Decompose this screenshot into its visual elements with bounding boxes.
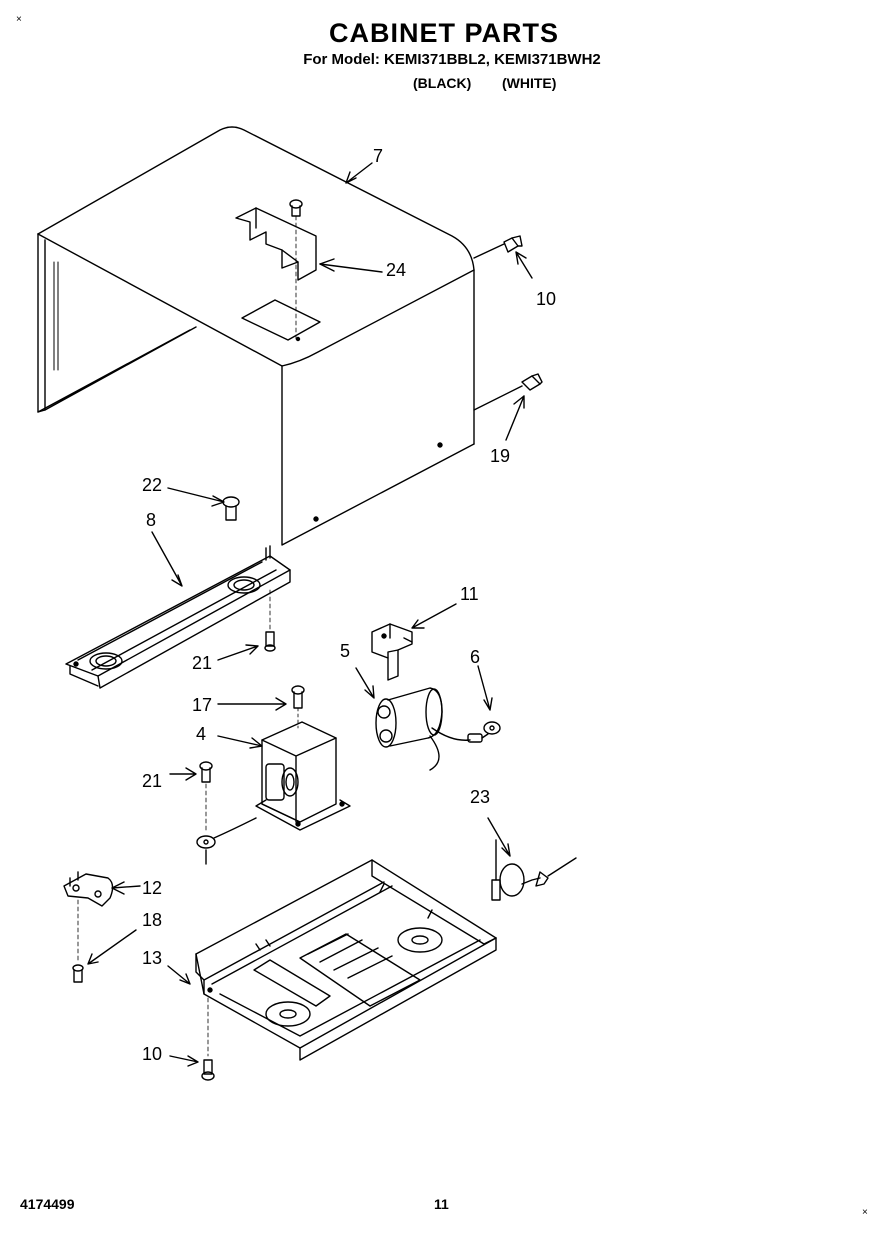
top-bracket — [235, 207, 383, 281]
top-screw — [289, 199, 303, 341]
screw-19 — [473, 373, 543, 441]
callout-6: 6 — [470, 647, 480, 667]
base-plate — [167, 859, 497, 1061]
base-rail — [65, 531, 291, 689]
callout-4: 4 — [196, 724, 206, 744]
corner-mark-top-left: × — [16, 14, 22, 25]
model-variants: (BLACK) (WHITE) — [0, 75, 888, 95]
diode — [431, 665, 501, 743]
variant-black-label: (BLACK) — [413, 75, 472, 91]
cabinet-wrapper — [37, 126, 475, 546]
callout-13: 13 — [142, 948, 162, 968]
callout-11: 11 — [460, 584, 479, 604]
screw-22 — [167, 487, 240, 521]
capacitor — [355, 667, 443, 771]
bracket-12 — [63, 871, 141, 963]
doc-number: 4174499 — [20, 1196, 75, 1212]
callout-24: 24 — [386, 260, 406, 280]
page-title: CABINET PARTS — [328, 18, 559, 48]
page-number: 11 — [434, 1196, 449, 1212]
callout-5: 5 — [340, 641, 350, 661]
screw-18 — [72, 929, 137, 983]
callout-18: 18 — [142, 910, 162, 930]
thermal-cutout — [487, 817, 577, 901]
screw-17 — [217, 685, 305, 729]
callout-19: 19 — [490, 446, 510, 466]
callout-22: 22 — [142, 475, 162, 495]
transformer — [213, 721, 351, 839]
screw-21-lower — [169, 761, 216, 865]
callout-23: 23 — [470, 787, 490, 807]
callout-7: 7 — [373, 146, 383, 166]
corner-mark-bottom-right: × — [862, 1207, 868, 1218]
screw-10-lower — [169, 997, 215, 1081]
callout-10-lower: 10 — [142, 1044, 162, 1064]
bracket-11 — [371, 603, 457, 681]
callout-8: 8 — [146, 510, 156, 530]
screw-21-upper — [217, 589, 276, 661]
callout-21-lower: 21 — [142, 771, 162, 791]
callout-12: 12 — [142, 878, 162, 898]
screw-10-upper — [473, 235, 533, 279]
leader-7 — [345, 162, 373, 184]
callout-21-upper: 21 — [192, 653, 212, 673]
variant-white-label: (WHITE) — [502, 75, 557, 91]
model-line: For Model: KEMI371BBL2, KEMI371BWH2 — [303, 51, 601, 68]
callout-17: 17 — [192, 695, 212, 715]
callout-10-upper: 10 — [536, 289, 556, 309]
